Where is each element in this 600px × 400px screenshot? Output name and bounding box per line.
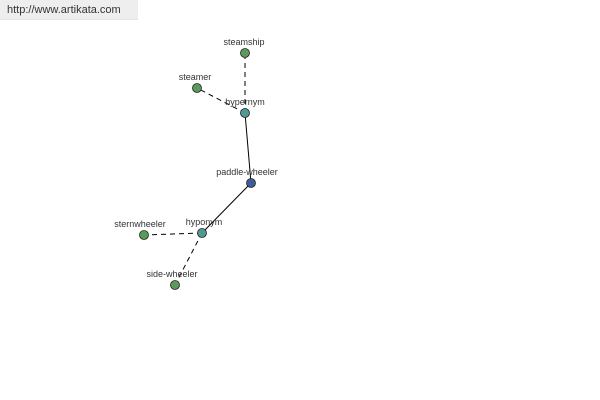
node-steamer[interactable]: steamer — [179, 72, 212, 93]
edge-paddle-wheeler-hyponym — [201, 182, 252, 234]
node-label-hypernym: hypernym — [225, 97, 265, 107]
edge-hyponym-side-wheeler — [174, 232, 203, 286]
edge-hyponym-sternwheeler — [143, 232, 203, 236]
node-steamship[interactable]: steamship — [223, 37, 265, 58]
node-sternwheeler[interactable]: sternwheeler — [114, 219, 166, 240]
node-circle-sternwheeler[interactable] — [139, 230, 149, 240]
node-circle-steamer[interactable] — [192, 83, 202, 93]
node-label-steamship: steamship — [223, 37, 264, 47]
node-hypernym[interactable]: hypernym — [225, 97, 265, 118]
node-label-side-wheeler: side-wheeler — [146, 269, 197, 279]
node-label-sternwheeler: sternwheeler — [114, 219, 166, 229]
edge-paddle-wheeler-hypernym — [244, 112, 252, 184]
node-side-wheeler[interactable]: side-wheeler — [146, 269, 198, 290]
node-circle-side-wheeler[interactable] — [170, 280, 180, 290]
node-circle-hypernym[interactable] — [240, 108, 250, 118]
node-circle-paddle-wheeler[interactable] — [246, 178, 256, 188]
node-hyponym[interactable]: hyponym — [186, 217, 223, 238]
edge-hypernym-steamer — [196, 87, 246, 114]
node-circle-hyponym[interactable] — [197, 228, 207, 238]
node-circle-steamship[interactable] — [240, 48, 250, 58]
node-label-paddle-wheeler: paddle-wheeler — [216, 167, 278, 177]
node-label-hyponym: hyponym — [186, 217, 223, 227]
nodes-layer: paddle-wheeler hypernym hyponym steamship st… — [114, 37, 278, 290]
node-paddle-wheeler[interactable]: paddle-wheeler — [216, 167, 278, 188]
node-label-steamer: steamer — [179, 72, 212, 82]
url-bar: http://www.artikata.com — [0, 0, 138, 20]
site-url-link[interactable]: http://www.artikata.com — [7, 4, 121, 16]
edges-layer — [143, 53, 252, 286]
